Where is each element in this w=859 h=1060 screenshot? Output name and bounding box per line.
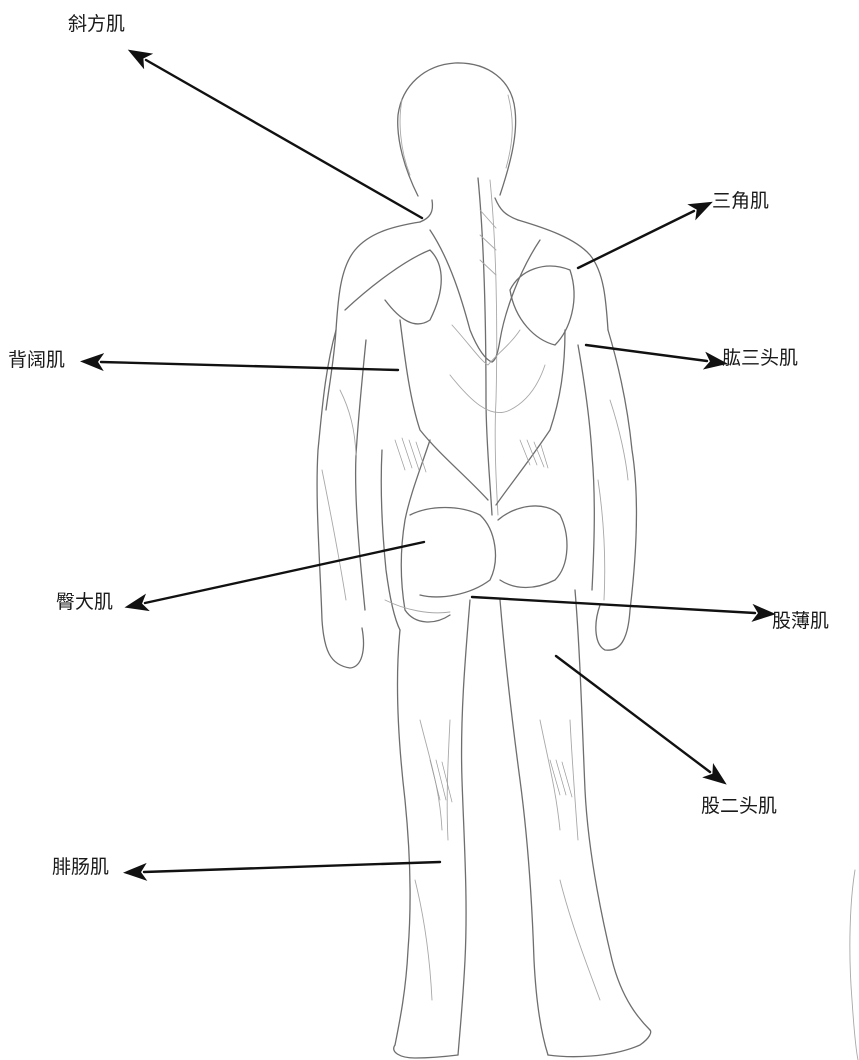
head-outline [397,62,517,197]
label-triceps: 肱三头肌 [722,347,799,369]
right-arm [595,329,638,651]
label-deltoid: 三角肌 [712,190,770,212]
arrow-deltoid [576,201,713,270]
arrow-gluteus [124,540,426,612]
arrow-gracilis [470,595,776,622]
arrow-gastrocnemius [123,860,442,881]
label-latissimus: 背阔肌 [8,349,66,371]
arrow-triceps [584,343,728,370]
gluteus-outline [409,506,497,598]
back-outline [325,221,421,411]
label-gracilis: 股薄肌 [772,610,830,632]
arrow-latissimus [80,353,400,372]
arrow-trapezius [127,49,424,220]
label-gluteus: 臀大肌 [56,591,114,613]
arrows [80,49,776,881]
label-trapezius: 斜方肌 [68,13,126,35]
arrow-biceps-femoris [554,654,727,785]
neck-outline [419,199,434,223]
label-biceps-femoris: 股二头肌 [701,795,778,817]
figure-sketch [316,62,859,1060]
left-arm [316,329,365,669]
left-leg [394,629,411,1046]
label-gastrocnemius: 腓肠肌 [52,856,110,878]
spine [477,177,493,516]
